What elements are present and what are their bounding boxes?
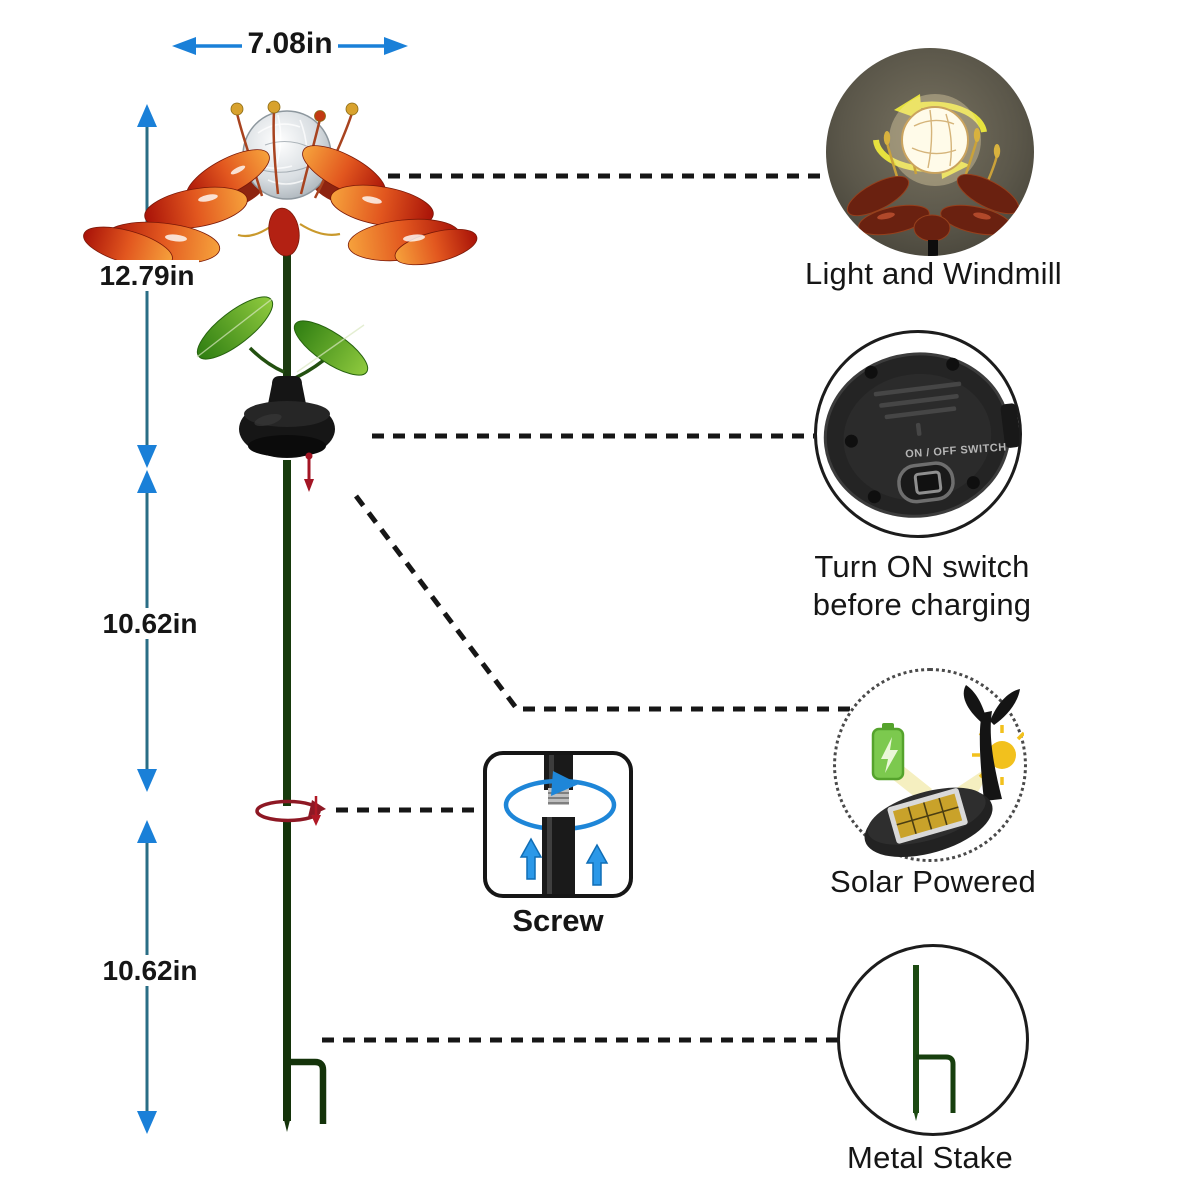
metal-stake-illustration — [913, 965, 956, 1121]
callout-switch-label: Turn ON switch before charging — [812, 549, 1032, 622]
arrowhead-down-3 — [137, 1111, 157, 1134]
arrowhead-up-2 — [137, 470, 157, 493]
width-dimension-label: 7.08in — [220, 27, 360, 61]
petal-silhouettes — [846, 173, 1020, 242]
battery-charging-icon — [871, 723, 905, 781]
pole-lower — [542, 817, 575, 894]
stake-tip — [283, 1116, 291, 1132]
solar-unit-bottom — [823, 352, 1019, 518]
arrowhead-up-1 — [137, 104, 157, 127]
screw-holes — [844, 357, 980, 504]
petal — [268, 207, 300, 257]
callout-stake — [837, 944, 1029, 1136]
product-stem — [283, 248, 327, 1132]
screw-label: Screw — [483, 903, 633, 939]
height-dimension-label-3: 10.62in — [80, 955, 220, 987]
on-off-switch-icon — [897, 461, 955, 504]
callout-switch: ON / OFF SWITCH — [814, 330, 1022, 538]
arrowhead-up-3 — [137, 820, 157, 843]
callout-solar-label: Solar Powered — [800, 864, 1066, 900]
screw-joint-rotation-icon — [255, 796, 326, 826]
callout-connectors — [322, 173, 852, 1043]
callout-stake-label: Metal Stake — [797, 1140, 1063, 1176]
callout-solar — [833, 668, 1027, 862]
arrowhead-down-1 — [137, 445, 157, 468]
height-dimension-label-1: 12.79in — [77, 260, 217, 292]
stake-prong — [287, 1058, 327, 1124]
solar-unit — [239, 376, 335, 458]
side-clip — [1000, 403, 1019, 448]
leaves — [196, 296, 369, 384]
solar-charging-illustration — [864, 685, 1024, 858]
sun-icon — [972, 725, 1024, 785]
stake-prong — [916, 1054, 956, 1113]
push-up-arrows-icon — [519, 837, 609, 886]
callout-light-windmill — [826, 48, 1034, 256]
screw-assembly-illustration — [503, 755, 617, 894]
screw-assembly-box — [483, 751, 633, 898]
pull-cord-arrow-icon — [304, 452, 314, 492]
arrowhead-down-2 — [137, 769, 157, 792]
height-dimension-label-2: 10.62in — [80, 608, 220, 640]
stake-tip — [913, 1109, 919, 1121]
stem-silhouette — [928, 240, 938, 256]
petal — [144, 186, 248, 230]
callout-light-windmill-label: Light and Windmill — [800, 256, 1067, 292]
spec-text-blur — [873, 381, 962, 436]
flower-silhouette — [963, 685, 1020, 801]
light-windmill-photo — [846, 94, 1020, 256]
connector-solar — [354, 494, 852, 712]
solar-panel-unit — [864, 787, 993, 858]
flower-illustration — [83, 100, 478, 268]
